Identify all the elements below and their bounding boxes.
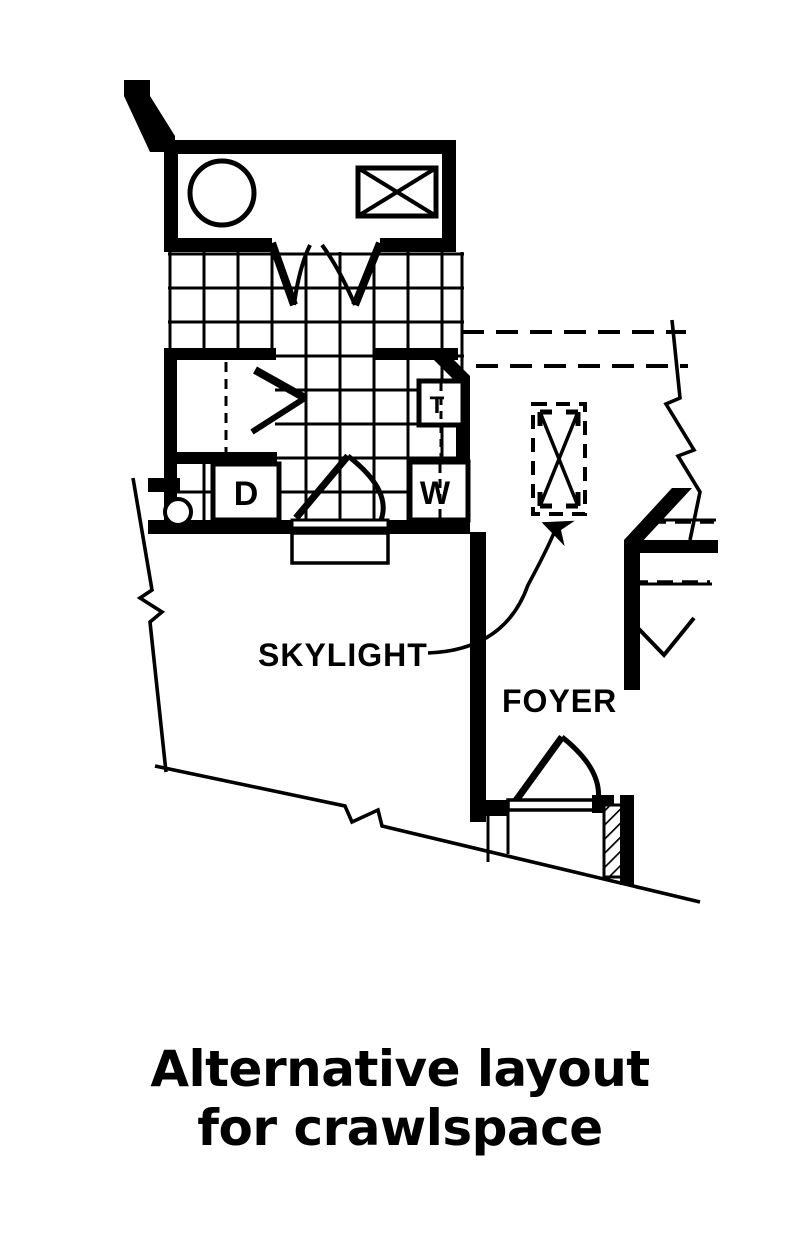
- door-arc-left: [292, 244, 312, 306]
- hatched-wall-section: [602, 803, 624, 879]
- shower-x-diag-2: [356, 166, 438, 218]
- pipe-circle-icon: [163, 497, 193, 527]
- right-break-line: [663, 319, 702, 541]
- closet-bottom-wall: [177, 452, 277, 464]
- foyer-door: [486, 734, 634, 885]
- foyer-wall-nub: [470, 800, 508, 816]
- bath-double-door: [268, 241, 384, 307]
- door-leaf-right: [351, 241, 384, 307]
- bath-top-wall: [164, 140, 456, 154]
- break-line-bottom: [154, 764, 701, 904]
- right-chamfer-wall: [624, 488, 692, 690]
- washer-label: W: [420, 475, 451, 511]
- skylight-label: SKYLIGHT: [258, 637, 428, 673]
- mid-wall-left: [164, 348, 276, 360]
- right-vee-mark: [632, 616, 696, 659]
- closet-area: [177, 360, 307, 464]
- appliance-tank: T: [416, 378, 466, 462]
- foyer-door-leaf: [509, 734, 565, 809]
- skylight-symbol: [531, 402, 587, 516]
- tank-label: T: [430, 392, 445, 419]
- foyer-left-wall: [470, 532, 486, 822]
- door-leaf-left: [268, 241, 298, 307]
- bath-room-walls: [124, 80, 456, 252]
- dryer-box: [210, 461, 282, 523]
- door-threshold: [290, 531, 390, 565]
- bath-fixtures: [187, 158, 439, 228]
- right-wall-structure: [624, 319, 718, 690]
- bath-right-wall: [442, 140, 456, 252]
- bath-left-wall: [164, 140, 178, 252]
- skylight-x-diag-2: [538, 411, 580, 507]
- dryer-label: D: [234, 475, 259, 513]
- skylight-corner-bl: [537, 492, 552, 509]
- skylight-dashed-outline: [531, 402, 587, 516]
- exterior-wall-nub: [148, 478, 180, 492]
- skylight-leader-arrow: [427, 520, 575, 655]
- skylight-corner-br: [566, 492, 581, 509]
- appliance-washer: W: [407, 459, 471, 523]
- sink-circle-icon: [187, 158, 257, 228]
- appliance-dryer: D: [210, 461, 282, 523]
- closet-door-arc: [250, 395, 307, 435]
- skylight-corner-tl: [537, 409, 552, 426]
- bath-bottom-wall-right: [380, 238, 456, 252]
- utility-exit-door: [290, 453, 390, 565]
- utility-door-arc: [346, 454, 386, 521]
- right-shelf-solid: [624, 540, 718, 553]
- angled-wall-stub: [124, 80, 175, 152]
- foyer-right-wall: [620, 795, 634, 885]
- skylight-corner-tr: [566, 409, 581, 426]
- break-line-left: [131, 477, 168, 773]
- door-sill: [290, 518, 390, 530]
- foyer-label: FOYER: [502, 683, 617, 719]
- closet-door-leaf: [253, 366, 307, 402]
- foyer-threshold: [506, 798, 602, 812]
- ceiling-dashed-lines: [462, 330, 688, 368]
- utility-door-leaf: [293, 453, 351, 521]
- door-arc-right: [320, 243, 357, 306]
- bath-bottom-wall-left: [164, 238, 272, 252]
